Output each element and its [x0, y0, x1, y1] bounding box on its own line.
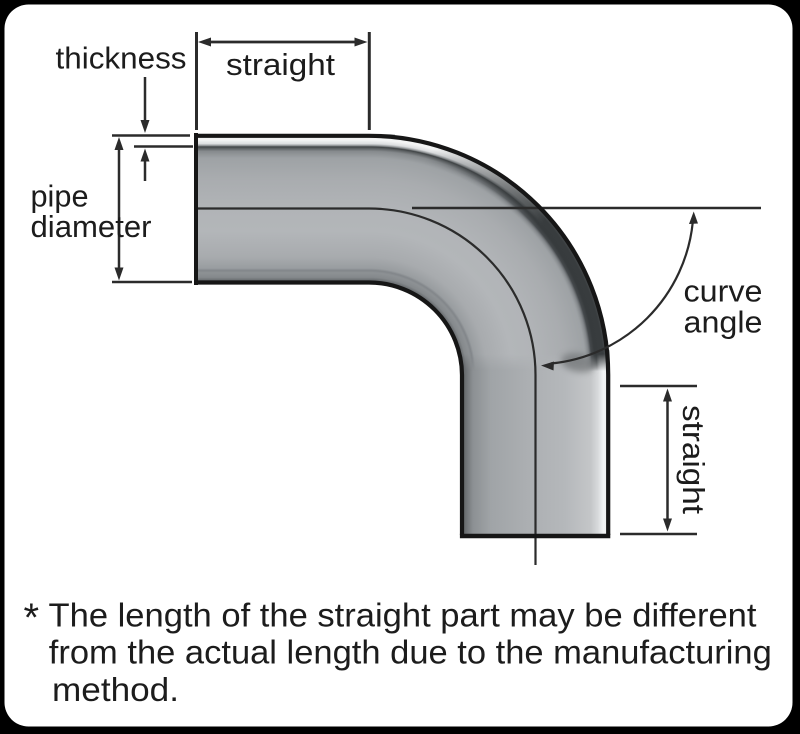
svg-text:curve: curve — [684, 274, 763, 309]
svg-text:thickness: thickness — [56, 41, 187, 76]
svg-text:method.: method. — [52, 671, 179, 708]
svg-text:straight: straight — [676, 405, 711, 514]
svg-text:straight: straight — [226, 47, 335, 82]
svg-text:angle: angle — [684, 305, 763, 340]
svg-text:*: * — [24, 596, 40, 640]
svg-text:The length of the straight par: The length of the straight part may be d… — [49, 597, 757, 634]
svg-text:pipe: pipe — [31, 179, 89, 214]
svg-text:from the actual length due to: from the actual length due to the manufa… — [49, 634, 772, 671]
svg-text:diameter: diameter — [31, 209, 152, 244]
